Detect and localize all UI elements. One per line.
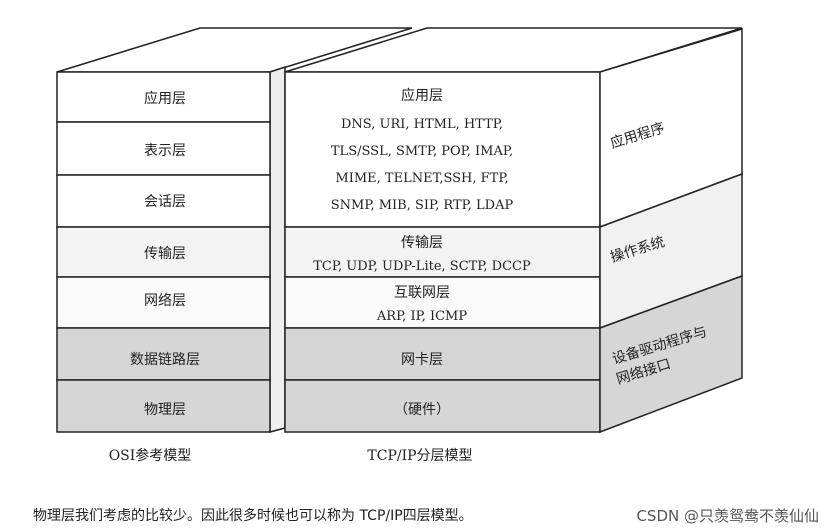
tcpip-layer-application: [284, 71, 601, 228]
osi-layer-network: [56, 276, 271, 329]
tcpip-layer-transport: [284, 226, 601, 278]
tcpip-model-label: TCP/IP分层模型: [367, 448, 472, 464]
tcpip-transport-title: 传输层: [401, 235, 443, 251]
osi-layer-physical: [56, 379, 271, 433]
osi-layer-presentation: [56, 121, 271, 176]
tcpip-internet-protocols: ARP, IP, ICMP: [376, 309, 467, 324]
tcpip-app-title: 应用层: [401, 87, 443, 104]
osi-side-face: [269, 65, 286, 433]
tcpip-layer-link: [284, 327, 601, 381]
osi-label-presentation: 表示层: [144, 143, 186, 159]
side-driver: [599, 274, 743, 434]
osi-layer-transport: [56, 226, 271, 278]
osi-label-datalink: 数据链路层: [130, 352, 200, 368]
osi-label-session: 会话层: [144, 194, 186, 210]
tcpip-transport-protocols: TCP, UDP, UDP-Lite, SCTP, DCCP: [313, 259, 531, 274]
osi-layer-application: [56, 71, 271, 123]
tcpip-layer-internet: [284, 276, 601, 329]
tcpip-hardware-title: （硬件）: [394, 402, 450, 418]
caption-text: 物理层我们考虑的比较少。因此很多时候也可以称为 TCP/IP四层模型。: [33, 508, 473, 524]
osi-label-transport: 传输层: [144, 246, 186, 262]
osi-label-network: 网络层: [144, 293, 186, 309]
osi-label-physical: 物理层: [144, 402, 186, 418]
watermark: CSDN @只羡鸳鸯不羡仙仙: [636, 507, 819, 525]
tcpip-app-protocols: SNMP, MIB, SIP, RTP, LDAP: [331, 198, 514, 213]
tcpip-link-title: 网卡层: [401, 352, 443, 368]
osi-layer-session: [56, 174, 271, 228]
tcpip-layer-hardware: [284, 379, 601, 433]
tcpip-app-protocols: MIME, TELNET,SSH, FTP,: [335, 171, 508, 186]
tcpip-app-protocols: DNS, URI, HTML, HTTP,: [341, 117, 503, 132]
tcpip-app-protocols: TLS/SSL, SMTP, POP, IMAP,: [331, 144, 513, 159]
osi-label-application: 应用层: [144, 90, 186, 107]
layer-model-figure: 应用层 表示层 会话层 传输层 网络层 数据链路层 物理层 应用层 DNS, U…: [56, 27, 743, 464]
tcpip-internet-title: 互联网层: [394, 285, 450, 301]
osi-model-label: OSI参考模型: [109, 447, 192, 464]
osi-layer-datalink: [56, 327, 271, 381]
